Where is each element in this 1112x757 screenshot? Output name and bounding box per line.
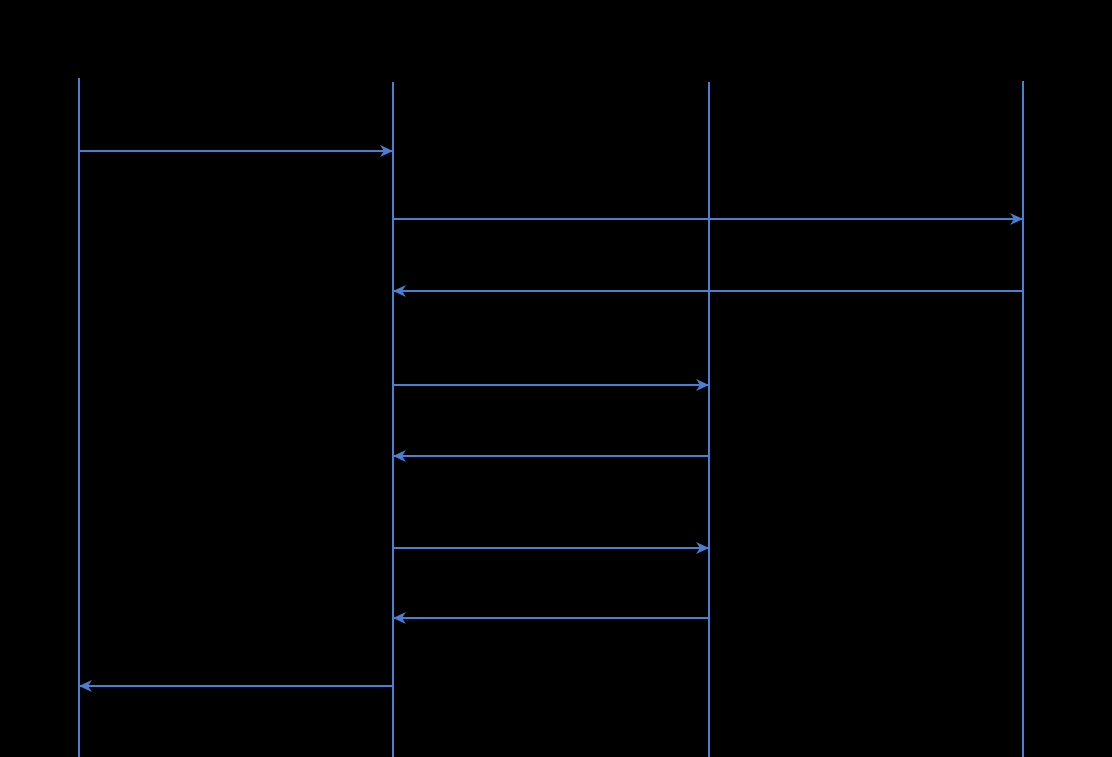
lifelines-group bbox=[78, 78, 1024, 757]
messages-group bbox=[79, 145, 1023, 692]
